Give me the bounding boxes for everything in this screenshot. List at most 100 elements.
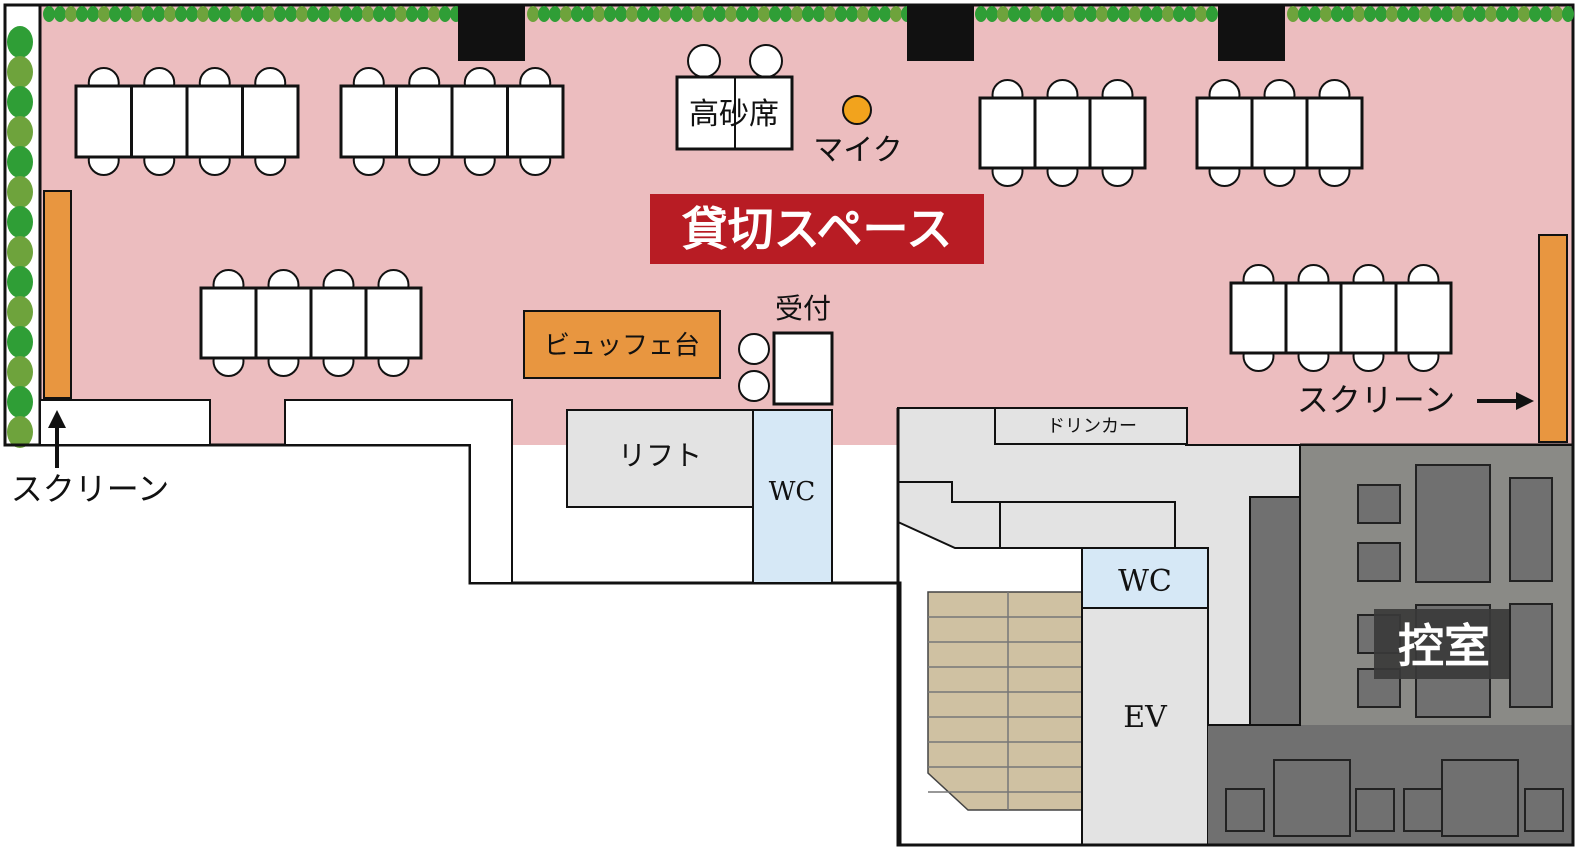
hedge-leaf bbox=[1529, 6, 1541, 22]
hedge-leaf bbox=[285, 6, 297, 22]
table bbox=[978, 96, 1037, 170]
table bbox=[130, 84, 189, 159]
hedge-leaf bbox=[131, 6, 143, 22]
hedge-leaf bbox=[1107, 6, 1119, 22]
hedge-leaf bbox=[747, 6, 759, 22]
hedge-leaf bbox=[1096, 6, 1108, 22]
hedge-leaf bbox=[274, 6, 286, 22]
hedge-leaf bbox=[351, 6, 363, 22]
hedge-leaf bbox=[725, 6, 737, 22]
hedge-leaf bbox=[109, 6, 121, 22]
table-group bbox=[978, 79, 1147, 187]
hedge-leaf bbox=[340, 6, 352, 22]
hedge-leaf bbox=[1364, 6, 1376, 22]
hedge-leaf bbox=[824, 6, 836, 22]
entrance-corridor bbox=[5, 399, 902, 845]
hedge-leaf bbox=[76, 6, 88, 22]
hedge-leaf bbox=[681, 6, 693, 22]
hedge-leaf bbox=[1474, 6, 1486, 22]
hedge-leaf bbox=[362, 6, 374, 22]
hedge-leaf bbox=[593, 6, 605, 22]
table-group bbox=[1195, 79, 1364, 187]
buffet-label: ビュッフェ台 bbox=[544, 331, 700, 361]
hedge-leaf bbox=[714, 6, 726, 22]
hedge-bush bbox=[7, 296, 33, 328]
table bbox=[199, 286, 258, 360]
hedge-bush bbox=[7, 26, 33, 58]
table bbox=[339, 84, 398, 159]
hedge-leaf bbox=[1195, 6, 1207, 22]
hedge-bush bbox=[7, 236, 33, 268]
hedge-leaf bbox=[1063, 6, 1075, 22]
hedge-bush bbox=[7, 56, 33, 88]
hedge-plants-top bbox=[43, 6, 1574, 22]
hedge-leaf bbox=[1041, 6, 1053, 22]
wc-right: WC bbox=[1081, 547, 1209, 609]
table bbox=[364, 286, 423, 360]
hedge-leaf bbox=[1386, 6, 1398, 22]
hedge-leaf bbox=[186, 6, 198, 22]
hedge-leaf bbox=[1008, 6, 1020, 22]
hedge-plants-left bbox=[7, 26, 33, 448]
hedge-leaf bbox=[538, 6, 550, 22]
reception-desk: 受付 bbox=[738, 292, 834, 406]
hedge-leaf bbox=[1463, 6, 1475, 22]
hedge-leaf bbox=[879, 6, 891, 22]
hedge-bush bbox=[7, 116, 33, 148]
hedge-leaf bbox=[527, 6, 539, 22]
hedge-leaf bbox=[1441, 6, 1453, 22]
hedge-leaf bbox=[604, 6, 616, 22]
service-area: ドリンカー bbox=[897, 407, 1301, 726]
waiting-room-label: 控室 bbox=[1398, 619, 1490, 673]
hedge-leaf bbox=[1430, 6, 1442, 22]
pillars bbox=[458, 5, 1285, 61]
screen-right-callout: スクリーン bbox=[1297, 381, 1534, 419]
hedge-leaf bbox=[1309, 6, 1321, 22]
table bbox=[241, 84, 300, 159]
hedge-leaf bbox=[1206, 6, 1218, 22]
hedge-leaf bbox=[1287, 6, 1299, 22]
hedge-leaf bbox=[780, 6, 792, 22]
pillar bbox=[907, 5, 974, 61]
table bbox=[1305, 96, 1364, 170]
hedge-leaf bbox=[417, 6, 429, 22]
screen-left-callout: スクリーン bbox=[11, 410, 169, 508]
hedge-leaf bbox=[428, 6, 440, 22]
hedge-leaf bbox=[1342, 6, 1354, 22]
hedge-leaf bbox=[769, 6, 781, 22]
hedge-leaf bbox=[1562, 6, 1574, 22]
hedge-leaf bbox=[802, 6, 814, 22]
mic-icon bbox=[842, 95, 872, 125]
hedge-leaf bbox=[582, 6, 594, 22]
hedge-leaf bbox=[175, 6, 187, 22]
hedge-leaf bbox=[1496, 6, 1508, 22]
drinker-label: ドリンカー bbox=[1047, 416, 1137, 437]
hedge-leaf bbox=[1173, 6, 1185, 22]
lift-label: リフト bbox=[618, 439, 702, 472]
hedge-leaf bbox=[868, 6, 880, 22]
hedge-leaf bbox=[406, 6, 418, 22]
screen-right-label: スクリーン bbox=[1297, 381, 1455, 419]
hedge-leaf bbox=[648, 6, 660, 22]
hedge-leaf bbox=[1397, 6, 1409, 22]
hedge-leaf bbox=[1030, 6, 1042, 22]
arrow-right-icon bbox=[1516, 392, 1534, 410]
table bbox=[1339, 281, 1398, 355]
hedge-leaf bbox=[1331, 6, 1343, 22]
table bbox=[1033, 96, 1092, 170]
hedge-leaf bbox=[986, 6, 998, 22]
screen-left bbox=[43, 190, 72, 399]
wc-right-label: WC bbox=[1118, 564, 1172, 599]
mic-label: マイク bbox=[813, 133, 902, 168]
table bbox=[506, 84, 565, 159]
hedge-leaf bbox=[1518, 6, 1530, 22]
hedge-leaf bbox=[997, 6, 1009, 22]
hedge-leaf bbox=[1298, 6, 1310, 22]
hedge-leaf bbox=[1408, 6, 1420, 22]
table bbox=[450, 84, 509, 159]
hedge-bush bbox=[7, 386, 33, 418]
hedge-leaf bbox=[857, 6, 869, 22]
table bbox=[309, 286, 368, 360]
hedge-leaf bbox=[692, 6, 704, 22]
